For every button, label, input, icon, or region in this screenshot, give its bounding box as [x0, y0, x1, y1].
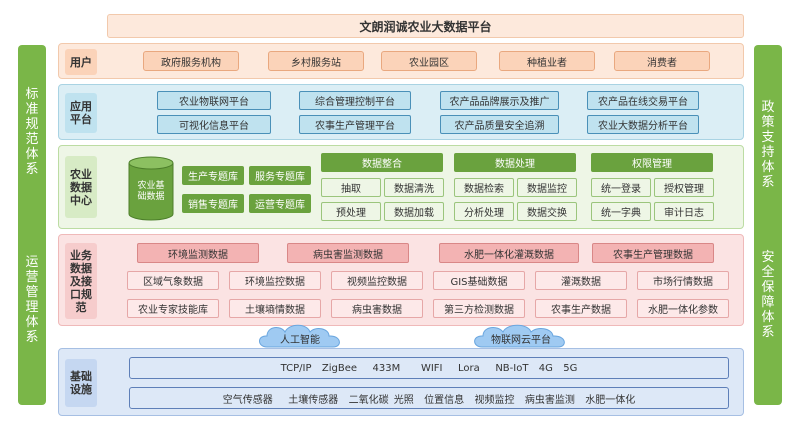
- protocol-bar: TCP/IP ZigBee 433M WIFI Lora NB-IoT 4G 5…: [129, 357, 729, 379]
- business-top-item: 水肥一体化灌溉数据: [439, 243, 579, 263]
- app-row-label: 应用平台: [65, 93, 97, 133]
- left-side-bar: 标准规范体系 运营管理体系: [18, 45, 46, 405]
- group-header: 数据处理: [454, 153, 576, 172]
- app-item: 农业物联网平台: [157, 91, 271, 110]
- base-row: 基础设施 TCP/IP ZigBee 433M WIFI Lora NB-IoT…: [58, 348, 744, 416]
- business-mid-item: 灌溉数据: [535, 271, 627, 290]
- database-icon: [128, 156, 174, 221]
- app-item: 农产品品牌展示及推广: [440, 91, 559, 110]
- group-item: 抽取: [321, 178, 381, 197]
- ai-cloud-label: 人工智能: [280, 334, 320, 346]
- policy-system-label: 政策支持体系: [761, 100, 775, 190]
- business-row-label: 业务数据及接口规范: [65, 243, 97, 319]
- user-row: 用户 政府服务机构 乡村服务站 农业园区 种植业者 消费者: [58, 43, 744, 79]
- cloud-icon: [259, 324, 340, 348]
- platform-title: 文朗润诚农业大数据平台: [107, 14, 744, 38]
- group-item: 分析处理: [454, 202, 514, 221]
- business-bottom-item: 农业专家技能库: [127, 299, 219, 318]
- base-row-label: 基础设施: [65, 359, 97, 407]
- user-item: 消费者: [614, 51, 710, 71]
- business-mid-item: 市场行情数据: [637, 271, 729, 290]
- group-item: 授权管理: [654, 178, 714, 197]
- business-bottom-item: 水肥一体化参数: [637, 299, 729, 318]
- user-item: 农业园区: [381, 51, 477, 71]
- app-item: 农业大数据分析平台: [587, 115, 699, 134]
- group-header: 权限管理: [591, 153, 713, 172]
- business-top-item: 病虫害监测数据: [287, 243, 409, 263]
- theme-item: 服务专题库: [249, 166, 311, 185]
- business-bottom-item: 农事生产数据: [535, 299, 627, 318]
- group-item: 预处理: [321, 202, 381, 221]
- business-top-item: 环境监测数据: [137, 243, 259, 263]
- cloud-icon: [474, 324, 565, 348]
- business-bottom-item: 病虫害数据: [331, 299, 423, 318]
- group-item: 数据清洗: [384, 178, 444, 197]
- data-center-row: 农业数据中心 农业基础数据 生产专题库 服务专题库 销售专题库 运营专题库 数据…: [58, 145, 744, 229]
- sensor-bar: 空气传感器 土壤传感器 二氧化碳 光照 位置信息 视频监控 病虫害监测 水肥一体…: [129, 387, 729, 409]
- business-top-item: 农事生产管理数据: [592, 243, 714, 263]
- business-bottom-item: 土壤墒情数据: [229, 299, 321, 318]
- theme-item: 生产专题库: [182, 166, 244, 185]
- group-item: 数据交换: [517, 202, 577, 221]
- security-system-label: 安全保障体系: [761, 250, 775, 340]
- app-item: 综合管理控制平台: [299, 91, 411, 110]
- group-item: 统一字典: [591, 202, 651, 221]
- business-mid-item: 视频监控数据: [331, 271, 423, 290]
- iot-cloud-label: 物联网云平台: [491, 334, 551, 346]
- right-side-bar: 政策支持体系 安全保障体系: [754, 45, 782, 405]
- group-item: 统一登录: [591, 178, 651, 197]
- user-item: 种植业者: [499, 51, 595, 71]
- app-item: 农产品质量安全追溯: [440, 115, 559, 134]
- group-item: 审计日志: [654, 202, 714, 221]
- theme-item: 运营专题库: [249, 194, 311, 213]
- theme-item: 销售专题库: [182, 194, 244, 213]
- data-center-label: 农业数据中心: [65, 156, 97, 218]
- operation-system-label: 运营管理体系: [25, 255, 39, 345]
- database-label: 农业基础数据: [137, 181, 165, 202]
- business-mid-item: 环境监控数据: [229, 271, 321, 290]
- group-header: 数据整合: [321, 153, 443, 172]
- group-item: 数据加载: [384, 202, 444, 221]
- user-item: 乡村服务站: [268, 51, 364, 71]
- business-row: 业务数据及接口规范 环境监测数据 病虫害监测数据 水肥一体化灌溉数据 农事生产管…: [58, 234, 744, 326]
- group-item: 数据检索: [454, 178, 514, 197]
- app-item: 农事生产管理平台: [299, 115, 411, 134]
- business-mid-item: 区域气象数据: [127, 271, 219, 290]
- standard-system-label: 标准规范体系: [25, 87, 39, 177]
- app-item: 农产品在线交易平台: [587, 91, 699, 110]
- group-item: 数据监控: [517, 178, 577, 197]
- app-item: 可视化信息平台: [157, 115, 271, 134]
- user-row-label: 用户: [65, 49, 97, 75]
- user-item: 政府服务机构: [143, 51, 239, 71]
- business-bottom-item: 第三方检测数据: [433, 299, 525, 318]
- app-row: 应用平台 农业物联网平台 综合管理控制平台 农产品品牌展示及推广 农产品在线交易…: [58, 84, 744, 140]
- business-mid-item: GIS基础数据: [433, 271, 525, 290]
